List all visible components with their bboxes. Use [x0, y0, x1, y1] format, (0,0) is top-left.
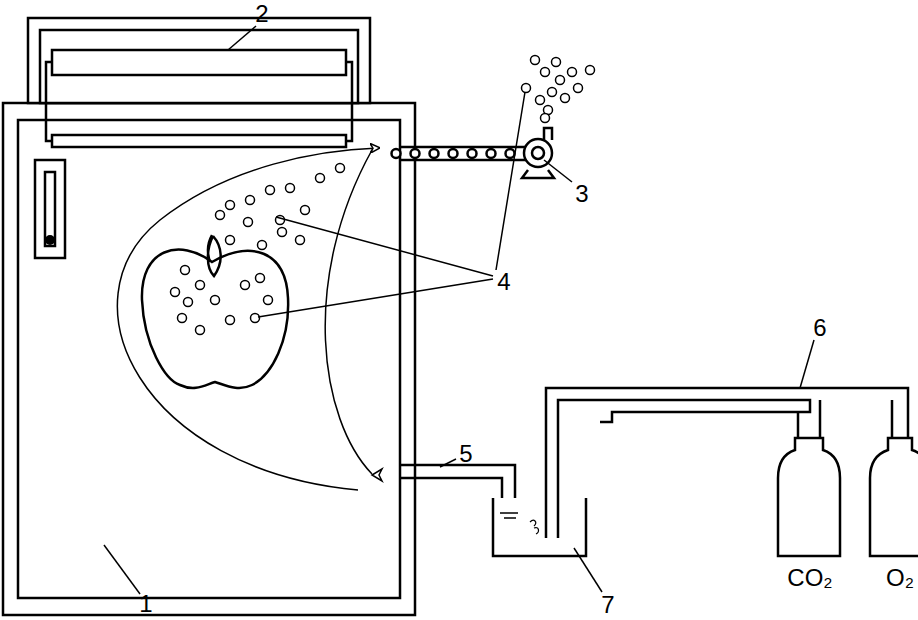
gas-bubble	[411, 149, 420, 158]
gas-bubble	[522, 84, 531, 93]
gas-bubble	[552, 58, 561, 67]
gas-bubble	[264, 296, 273, 305]
gas-bubble	[241, 281, 250, 290]
gas-bubble	[184, 298, 193, 307]
callout-number: 6	[813, 316, 826, 340]
callout-number: 4	[497, 270, 510, 294]
callout-number: 3	[575, 182, 588, 206]
pump-outlet	[544, 128, 552, 140]
gas-bubble	[506, 149, 515, 158]
leader-line	[104, 26, 814, 594]
gas-bubble	[226, 236, 235, 245]
callout-number: 1	[139, 592, 152, 616]
gas-bubble	[548, 88, 557, 97]
gas-bubble	[561, 94, 570, 103]
inlet-pipe	[400, 465, 515, 498]
gas-bubble	[278, 228, 287, 237]
gas-bubble	[196, 281, 205, 290]
gas-bubble	[586, 66, 595, 75]
gas-bubble	[246, 196, 255, 205]
gas-label: CO₂	[787, 566, 832, 590]
gas-line	[891, 400, 894, 438]
gas-bubble	[266, 186, 275, 195]
chamber-inner	[18, 120, 400, 598]
gas-bubble	[226, 316, 235, 325]
gas-bubble	[226, 201, 235, 210]
gas-bubble	[256, 274, 265, 283]
lamp-housing	[28, 18, 370, 103]
gas-bubble	[541, 114, 550, 123]
apple	[142, 250, 288, 388]
gas-bubble	[178, 314, 187, 323]
gauge	[35, 160, 65, 258]
gas-bubble	[430, 149, 439, 158]
gas-bubble	[301, 206, 310, 215]
humidifier-bottle	[493, 498, 586, 556]
gas-bubble	[244, 218, 253, 227]
gas-line	[797, 412, 800, 438]
gas-bubble	[251, 314, 260, 323]
gas-bubble	[196, 326, 205, 335]
callout-number: 7	[601, 593, 614, 617]
gas-bubble	[568, 68, 577, 77]
water-level	[500, 513, 518, 518]
chamber-outer	[3, 103, 415, 615]
lamp-housing-inner	[40, 30, 358, 103]
gas-bubble	[296, 236, 305, 245]
gas-line	[546, 388, 908, 538]
gauge-tube	[45, 172, 55, 246]
gas-bubble	[216, 211, 225, 220]
airflow	[117, 148, 378, 490]
gas-label: O₂	[886, 566, 914, 590]
lamp-wire	[46, 62, 352, 141]
callout-number: 2	[255, 2, 268, 26]
gas-bubble	[574, 84, 583, 93]
gas-bubble	[392, 149, 401, 158]
gas-bubble	[181, 266, 190, 275]
lamp-tube	[52, 135, 346, 147]
inlet-arrow	[372, 469, 382, 481]
gas-bubble	[449, 149, 458, 158]
callout-number: 5	[459, 442, 472, 466]
gas-bubble	[536, 96, 545, 105]
gas-bubble	[316, 174, 325, 183]
gas-bubble	[556, 76, 565, 85]
o2-cylinder	[870, 438, 918, 556]
gas-bubble	[531, 56, 540, 65]
gas-line	[819, 400, 822, 438]
outlet-pipe	[400, 147, 528, 160]
gas-bubble	[211, 296, 220, 305]
apple-stem	[208, 235, 221, 276]
gas-bubble	[171, 288, 180, 297]
gas-bubble	[258, 241, 267, 250]
airflow	[325, 150, 372, 474]
co2-cylinder	[778, 438, 840, 556]
gas-bubble	[336, 164, 345, 173]
lamp-tube	[52, 50, 346, 75]
pump-base	[522, 170, 554, 178]
gas-bubble	[487, 149, 496, 158]
gas-bubble	[541, 68, 550, 77]
pump-hub	[532, 147, 544, 159]
gas-bubble	[468, 149, 477, 158]
gas-bubble	[286, 184, 295, 193]
